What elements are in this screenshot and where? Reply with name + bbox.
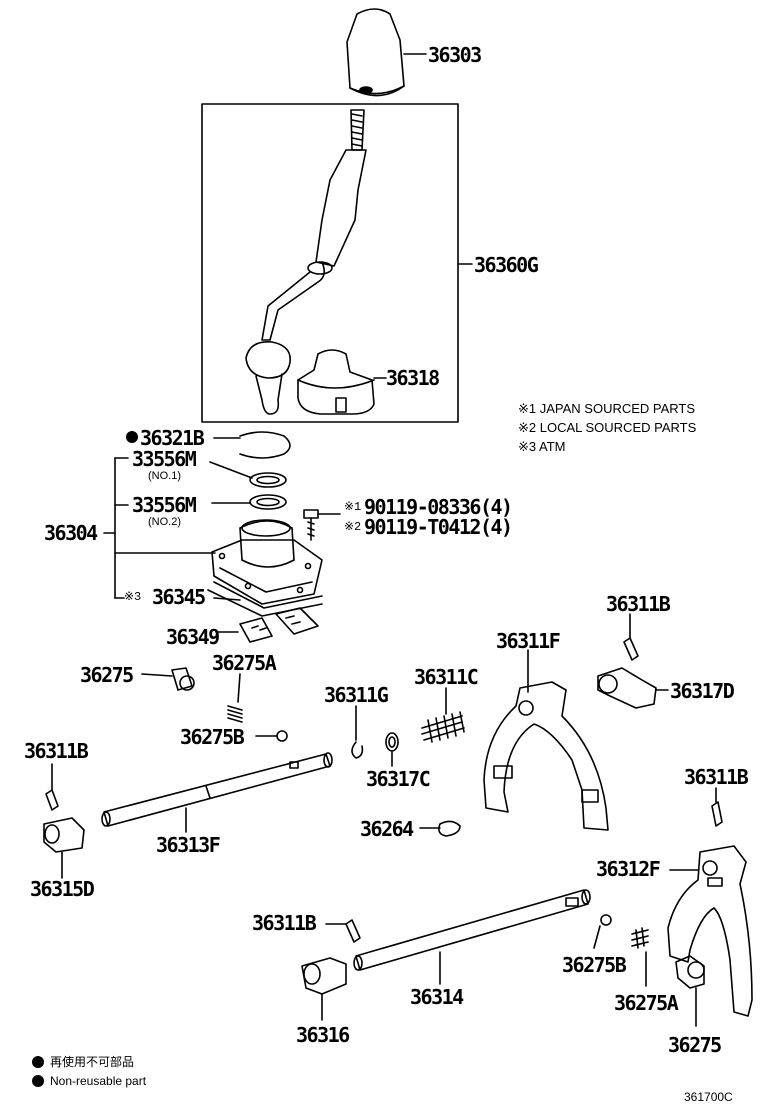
head-36316-drawing: [301, 957, 347, 1021]
shaft-36314-drawing: [353, 889, 591, 985]
plates-36349-drawing: [215, 607, 319, 643]
plug-36275-upper-drawing: [141, 667, 195, 691]
label-33556M-no2[interactable]: 33556M: [132, 493, 197, 517]
label-36349[interactable]: 36349: [166, 625, 220, 649]
legend-text-en: Non-reusable part: [50, 1074, 147, 1088]
bracket-36304: [103, 457, 216, 599]
mark-3: ※3: [124, 590, 142, 604]
label-36311F[interactable]: 36311F: [496, 629, 561, 653]
label-36275-upper[interactable]: 36275: [80, 663, 134, 687]
label-36275A-lower[interactable]: 36275A: [614, 991, 679, 1015]
label-36317D[interactable]: 36317D: [670, 679, 735, 703]
label-36311B-left[interactable]: 36311B: [24, 739, 89, 763]
shaft-36313F-drawing: [101, 752, 333, 833]
pin-36311B-left-drawing: [45, 789, 59, 811]
legend-dot-jp: [32, 1056, 44, 1068]
spring-36275A-lower-drawing: [631, 927, 649, 987]
figure-code: 361700C: [684, 1090, 733, 1104]
head-36315D-drawing: [43, 817, 85, 879]
housing-drawing: [211, 519, 323, 605]
legend-dot-en: [32, 1075, 44, 1087]
note-local-sourced: ※2 LOCAL SOURCED PARTS: [518, 420, 697, 435]
pin-36311B-top-drawing: [623, 637, 639, 661]
non-reusable-marker: [126, 431, 138, 443]
pin-36311B-right-drawing: [711, 801, 723, 827]
label-36317C[interactable]: 36317C: [366, 767, 431, 791]
label-36311B-bottom[interactable]: 36311B: [252, 911, 317, 935]
pin-36311B-bottom-drawing: [345, 919, 361, 943]
label-36264[interactable]: 36264: [360, 817, 414, 841]
label-36311B-right[interactable]: 36311B: [684, 765, 749, 789]
label-36304[interactable]: 36304: [44, 521, 98, 545]
label-36314[interactable]: 36314: [410, 985, 464, 1009]
seat-no1-drawing: [249, 472, 287, 488]
label-36275B-upper[interactable]: 36275B: [180, 725, 245, 749]
seat-no2-drawing: [249, 494, 287, 510]
pin-36264-drawing: [438, 820, 461, 837]
legend-text-jp: 再使用不可部品: [50, 1055, 135, 1069]
fork-36312F-drawing: [667, 845, 753, 1017]
label-36311B-top[interactable]: 36311B: [606, 592, 671, 616]
label-90119-local[interactable]: 90119-T0412(4): [364, 515, 513, 539]
label-36313F[interactable]: 36313F: [156, 833, 221, 857]
label-36275B-lower[interactable]: 36275B: [562, 953, 627, 977]
fork-36311F-drawing: [483, 649, 609, 831]
label-36312F[interactable]: 36312F: [596, 857, 661, 881]
label-36360G[interactable]: 36360G: [474, 253, 539, 277]
mark-1: ※1: [344, 500, 362, 514]
label-36321B[interactable]: 36321B: [140, 426, 205, 450]
label-36303[interactable]: 36303: [428, 43, 482, 67]
washer-36317C-drawing: [385, 732, 399, 752]
label-36318[interactable]: 36318: [386, 366, 440, 390]
label-36311G[interactable]: 36311G: [324, 683, 389, 707]
head-36317D-drawing: [597, 667, 669, 709]
label-36315D[interactable]: 36315D: [30, 877, 95, 901]
label-90119-japan[interactable]: 90119-08336(4): [364, 495, 513, 519]
plug-36275-lower-drawing: [675, 955, 705, 1027]
ball-36275B-upper-drawing: [276, 730, 288, 742]
label-33556M-no1[interactable]: 33556M: [132, 447, 197, 471]
label-36311C[interactable]: 36311C: [414, 665, 479, 689]
boot-36318-drawing: [297, 349, 387, 415]
note-atm: ※3 ATM: [518, 439, 566, 454]
shift-knob-drawing: [346, 8, 427, 97]
shift-lever-drawing: [245, 109, 367, 415]
clip-36311G-drawing: [351, 741, 364, 759]
spring-36311C-drawing: [421, 687, 465, 743]
note-japan-sourced: ※1 JAPAN SOURCED PARTS: [518, 401, 696, 416]
label-no2: (NO.2): [148, 516, 181, 528]
lever-assembly-frame: [201, 103, 459, 423]
mark-2: ※2: [344, 520, 362, 534]
label-36345[interactable]: 36345: [152, 585, 206, 609]
bolt-90119-drawing: [303, 509, 341, 541]
label-36316[interactable]: 36316: [296, 1023, 350, 1047]
label-36275A-upper[interactable]: 36275A: [212, 651, 277, 675]
label-36275-lower[interactable]: 36275: [668, 1033, 722, 1057]
snap-ring-drawing: [239, 431, 291, 459]
spring-36275A-upper-drawing: [227, 673, 243, 723]
label-no1: (NO.1): [148, 470, 181, 482]
ball-36275B-lower-drawing: [600, 914, 612, 926]
